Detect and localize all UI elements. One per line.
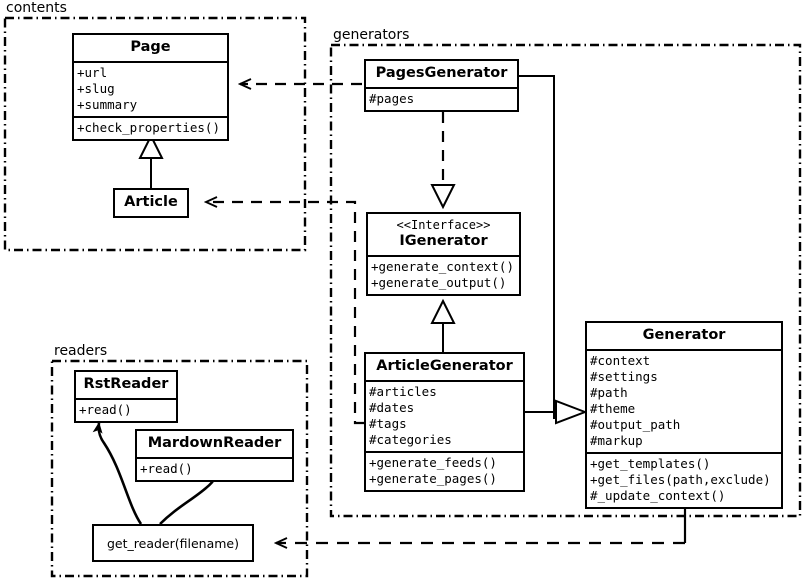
attribute-row: #markup [590,432,643,448]
attribute-row: #path [590,384,628,400]
operation-row: +read() [79,401,132,417]
class-name-pages-generator: PagesGenerator [375,65,508,81]
class-name-rst-reader: RstReader [83,376,169,392]
operation-row: +generate_output() [371,274,507,290]
edge-generators-to-generator [519,75,588,425]
function-box-get-reader[interactable]: get_reader(filename) [92,524,254,562]
attribute-row: #categories [369,431,452,447]
operation-row: +generate_feeds() [369,454,497,470]
class-stereotype-igenerator: <<Interface>> [396,218,491,232]
package-label-generators: generators [333,27,410,43]
operation-row: +check_properties() [77,119,220,135]
class-operations-article-generator: +generate_feeds() +generate_pages() [366,450,523,490]
attribute-row: +summary [77,96,138,112]
class-attributes-page: +url +slug +summary [74,60,227,116]
attribute-row: #dates [369,399,415,415]
package-label-contents: contents [6,0,67,16]
class-box-pages-generator[interactable]: PagesGenerator #pages [364,59,519,112]
attribute-row: #output_path [590,416,681,432]
class-operations-igenerator: +generate_context() +generate_output() [368,254,519,294]
attribute-row: #settings [590,368,658,384]
operation-row: +get_templates() [590,455,711,471]
class-name-article-generator: ArticleGenerator [376,358,513,374]
class-attributes-article-generator: #articles #dates #tags #categories [366,379,523,451]
attribute-row: #pages [369,90,415,106]
class-name-page: Page [130,39,171,55]
attribute-row: #context [590,352,651,368]
class-box-generator[interactable]: Generator #context #settings #path #them… [585,321,783,509]
class-attributes-generator: #context #settings #path #theme #output_… [587,348,781,452]
class-operations-generator: +get_templates() +get_files(path,exclude… [587,451,781,507]
class-name-article: Article [124,194,178,210]
operation-row: +generate_context() [371,258,514,274]
edge-articlegenerator-to-igenerator [430,298,456,352]
function-label-get-reader: get_reader(filename) [107,535,239,551]
edge-articlegenerator-to-article [206,202,364,425]
class-box-rst-reader[interactable]: RstReader +read() [74,370,178,423]
class-name-generator: Generator [642,327,726,343]
operation-row: +get_files(path,exclude) [590,471,771,487]
operation-row: +read() [140,460,193,476]
operation-row: #_update_context() [590,487,726,503]
class-box-article[interactable]: Article [113,188,189,218]
class-attributes-pages-generator: #pages [366,86,517,110]
class-box-mardown-reader[interactable]: MardownReader +read() [135,429,294,482]
attribute-row: +slug [77,80,115,96]
class-box-igenerator[interactable]: <<Interface>> IGenerator +generate_conte… [366,212,521,296]
class-operations-page: +check_properties() [74,115,227,139]
attribute-row: #articles [369,383,437,399]
package-label-readers: readers [54,343,108,359]
class-box-article-generator[interactable]: ArticleGenerator #articles #dates #tags … [364,352,525,492]
operation-row: +generate_pages() [369,470,497,486]
edge-article-to-page [138,133,164,190]
class-operations-rst-reader: +read() [76,397,176,421]
class-name-text-igenerator: IGenerator [399,233,488,249]
class-box-page[interactable]: Page +url +slug +summary +check_properti… [72,33,229,141]
class-name-mardown-reader: MardownReader [147,435,282,451]
attribute-row: #theme [590,400,636,416]
attribute-row: +url [77,64,108,80]
edge-pagesgenerator-to-igenerator [430,112,456,210]
class-operations-mardown-reader: +read() [137,456,292,480]
attribute-row: #tags [369,415,407,431]
class-name-igenerator: <<Interface>> IGenerator [368,214,519,255]
